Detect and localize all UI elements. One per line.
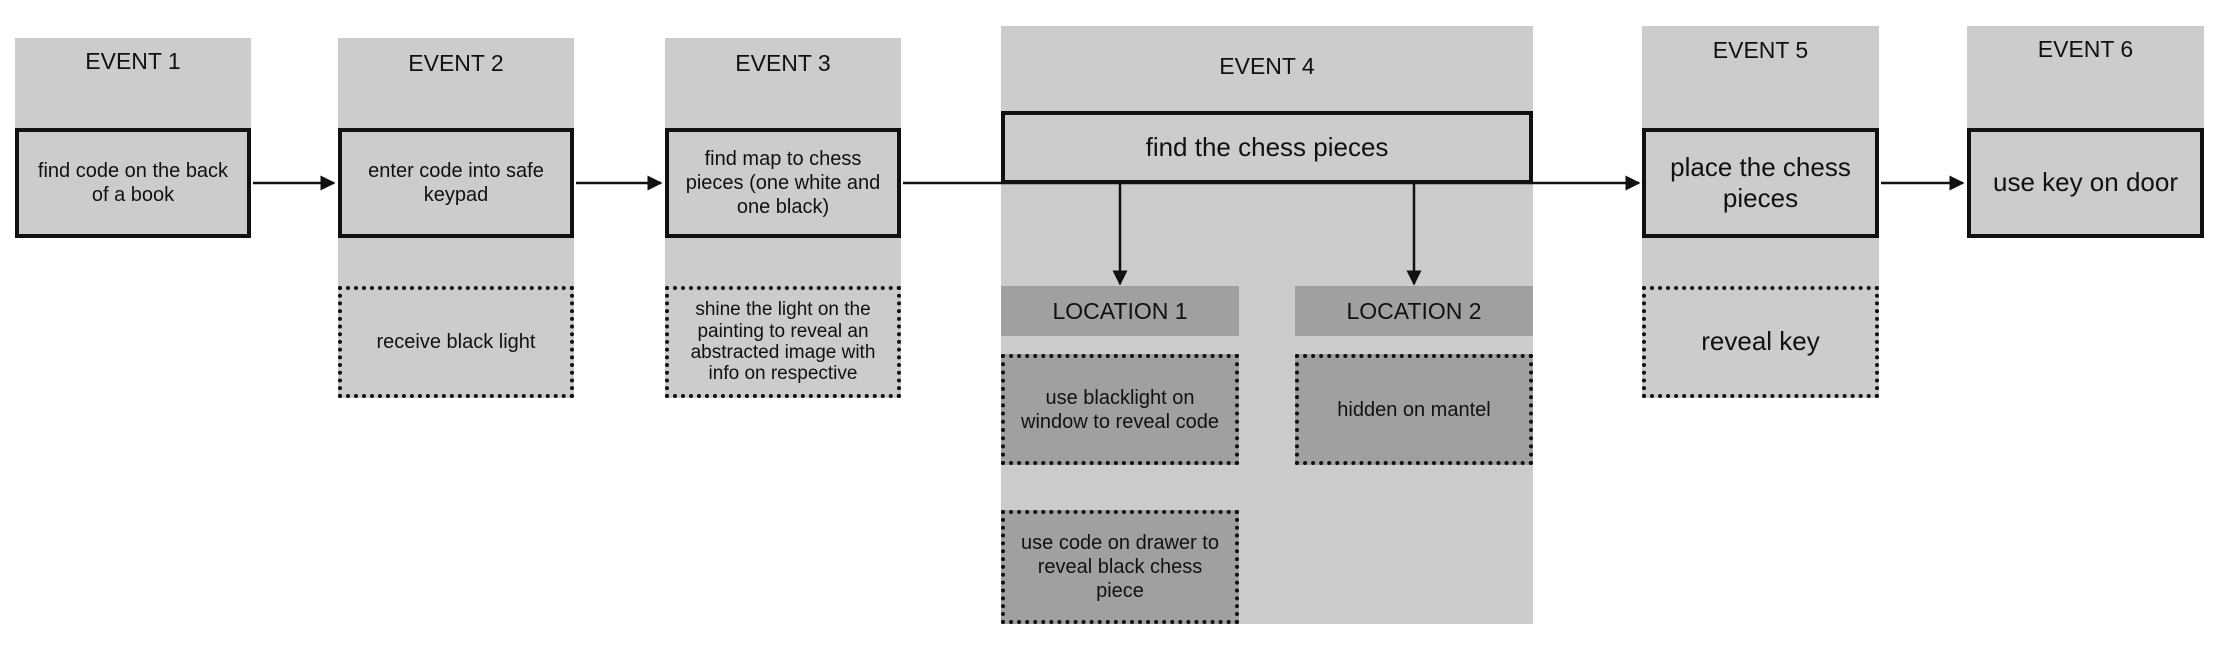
event-2-title: EVENT 2 [408,50,504,76]
location-1-step-1-box: use blacklight on window to reveal code [1001,354,1239,465]
event-1-box: find code on the back of a book [15,128,251,238]
location-1-step-2-text: use code on drawer to reveal black chess… [1021,532,1219,602]
event-5-box: place the chess pieces [1642,128,1879,238]
location-2-step-1-text: hidden on mantel [1337,398,1491,421]
event-3-sub-box: shine the light on the painting to revea… [665,286,901,398]
location-2-title: LOCATION 2 [1346,297,1482,324]
event-2-sub-box: receive black light [338,286,574,398]
event-2-text: enter code into safe keypad [368,160,544,206]
event-5-sub-text: reveal key [1701,326,1820,357]
event-2-box: enter code into safe keypad [338,128,574,238]
event-4-title: EVENT 4 [1219,53,1315,79]
location-2-step-1-box: hidden on mantel [1295,354,1533,465]
event-5-text: place the chess pieces [1670,151,1851,213]
location-1-step-2-box: use code on drawer to reveal black chess… [1001,510,1239,624]
event-3-title: EVENT 3 [735,50,831,76]
event-3-text: find map to chess pieces (one white and … [685,148,881,218]
event-1-text: find code on the back of a book [37,160,229,206]
event-2-sub-text: receive black light [376,331,536,353]
event-5-sub-box: reveal key [1642,286,1879,398]
event-3-sub-text: shine the light on the painting to revea… [690,299,876,385]
event-6-box: use key on door [1967,128,2204,238]
event-5-title: EVENT 5 [1712,37,1809,63]
location-1-header: LOCATION 1 [1001,286,1239,336]
event-6-text: use key on door [1992,167,2178,198]
location-1-title: LOCATION 1 [1052,297,1188,324]
event-3-box: find map to chess pieces (one white and … [665,128,901,238]
location-1-step-1-text: use blacklight on window to reveal code [1021,386,1219,433]
event-1-title: EVENT 1 [85,48,181,74]
event-6-title: EVENT 6 [2037,36,2134,62]
location-2-header: LOCATION 2 [1295,286,1533,336]
event-4-box: find the chess pieces [1001,111,1533,184]
event-4-text: find the chess pieces [1145,131,1389,162]
